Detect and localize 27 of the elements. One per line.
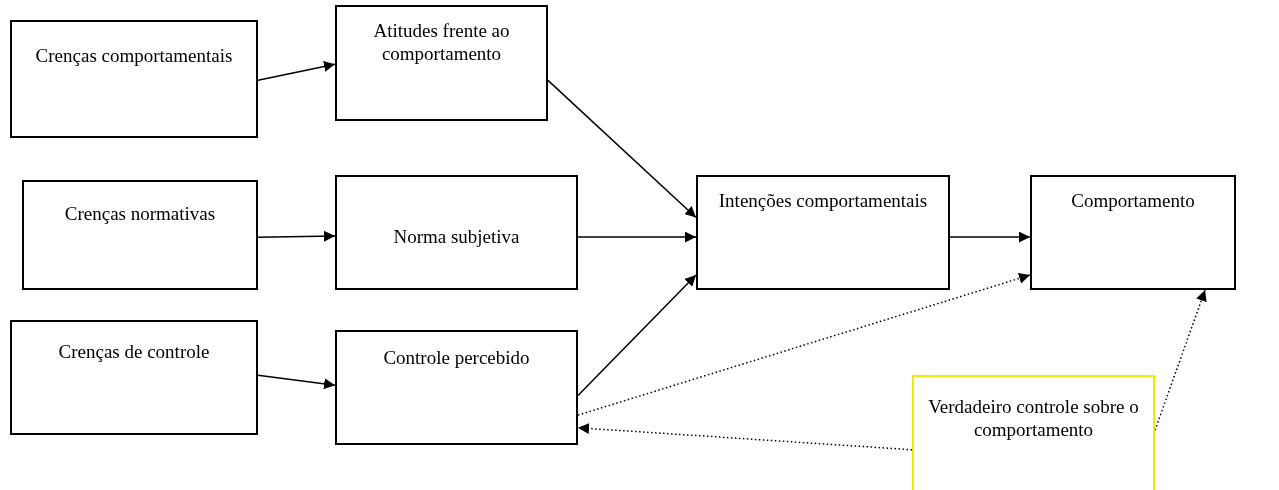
process-box — [335, 330, 578, 445]
box-label: Controle percebido — [382, 346, 531, 369]
process-box — [335, 5, 548, 121]
process-box — [696, 175, 950, 290]
box-label: Crenças normativas — [63, 202, 217, 225]
arrow — [577, 231, 697, 243]
process-box — [10, 20, 258, 138]
arrow — [257, 230, 336, 242]
arrow — [257, 61, 336, 81]
process-box — [1030, 175, 1236, 290]
process-box — [22, 180, 258, 290]
box-label: Comportamento — [1070, 189, 1196, 212]
arrow — [949, 231, 1031, 243]
arrow — [577, 274, 697, 397]
box-label: Intenções comportamentais — [717, 189, 929, 212]
box-label: Norma subjetiva — [392, 225, 521, 248]
process-box — [10, 320, 258, 435]
box-label: Verdadeiro controle sobre o comportamento — [927, 395, 1140, 441]
box-label: Atitudes frente ao comportamento — [372, 19, 511, 65]
arrow — [547, 79, 697, 219]
process-box — [335, 175, 578, 290]
arrow — [257, 374, 336, 390]
arrow — [1154, 289, 1207, 431]
box-label: Crenças comportamentais — [34, 44, 234, 67]
arrow — [577, 423, 913, 451]
box-label: Crenças de controle — [57, 340, 211, 363]
process-box — [912, 375, 1155, 490]
